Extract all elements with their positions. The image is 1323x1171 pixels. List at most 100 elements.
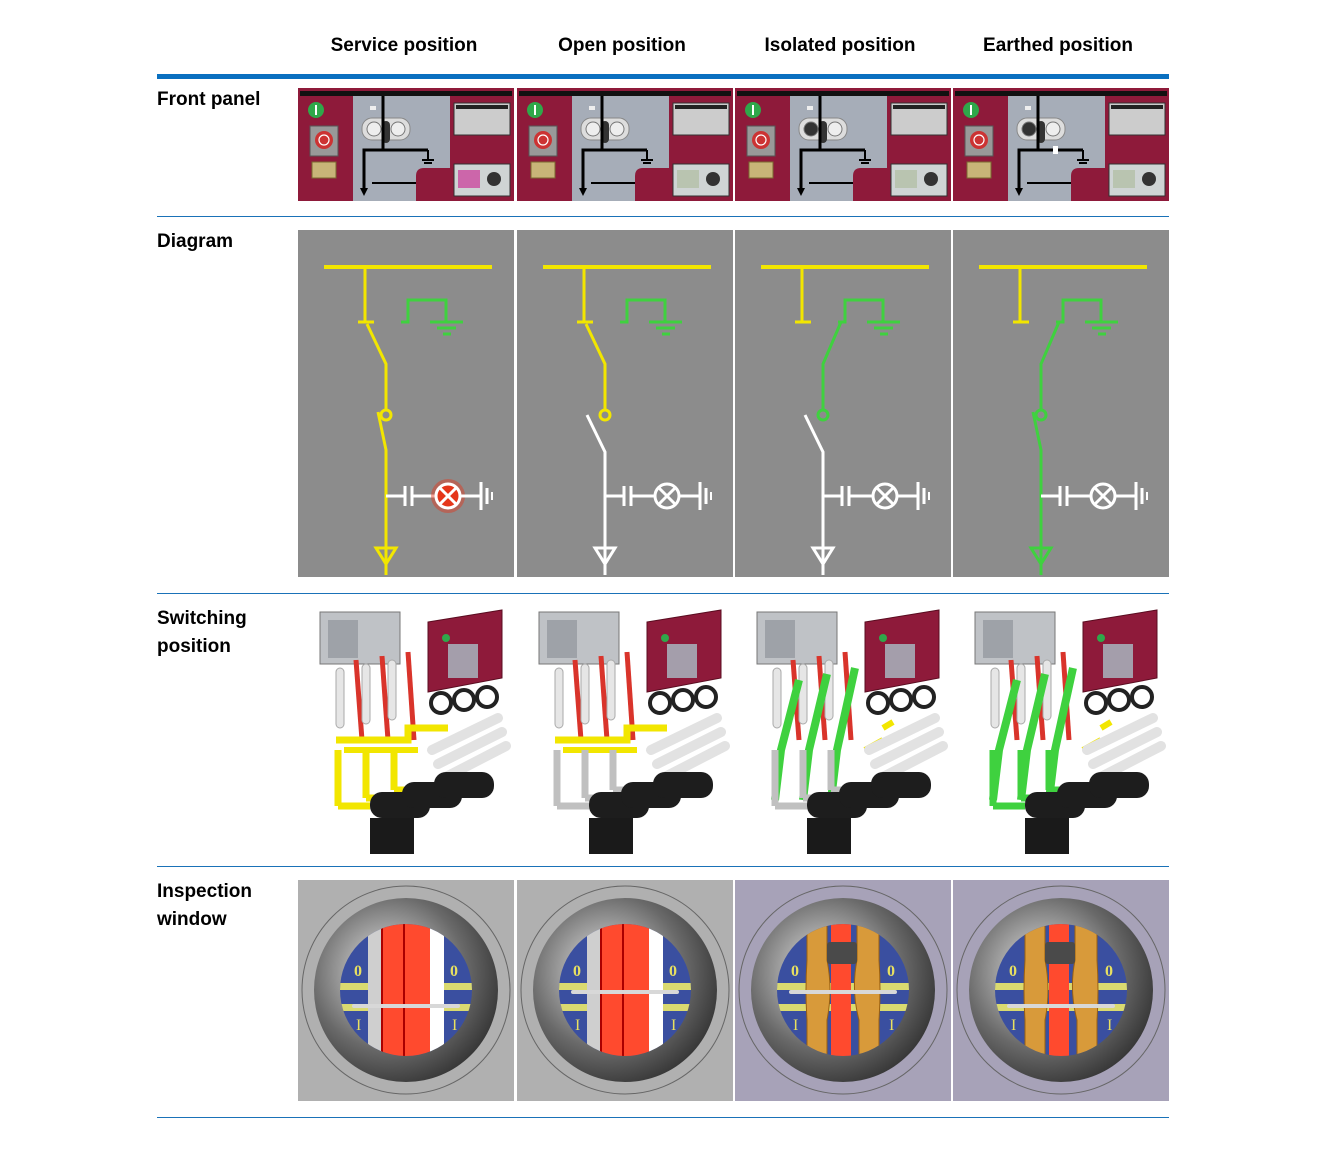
breaker-contact [598,408,612,422]
disconnector-blade [821,321,843,410]
insulator-post [990,667,1000,729]
earthing-rod [1082,713,1158,755]
bushing-ring [866,691,890,715]
earthing-rod [864,713,940,755]
earthing-rod [427,713,503,755]
position-mark-open: 0 [354,963,362,980]
breaker-contact [816,408,830,422]
svg-text:0: 0 [669,963,677,980]
position-mark-closed: I [575,1017,580,1034]
breaker-contact [1034,408,1048,422]
insulator-post [335,667,345,729]
bushing-ring [429,691,453,715]
bushing-ring [648,691,672,715]
front-panel-image-earthed [953,88,1169,201]
bushing-ring [912,685,936,709]
row-divider [157,1117,1169,1118]
front-panel-image-isolated [735,88,951,201]
diagram-background [953,230,1169,577]
key-icon [370,106,376,110]
panel-top-rail [300,91,512,96]
cable-connector [653,772,713,798]
key-icon [589,106,595,110]
column-header-open: Open position [558,35,686,56]
row-label-switching-position: Switching position [157,605,247,661]
diagram-background [517,230,733,577]
insulator-post [361,663,371,725]
position-mark-closed: I [1011,1017,1016,1034]
row-divider [157,866,1169,867]
position-mark-open: 0 [573,963,581,980]
earth-indicator [1053,146,1058,154]
earthing-contact-fork [1023,924,1049,1056]
panel-top-rail [737,91,949,96]
cable-terminal-icon [373,546,399,567]
bushing-ring [475,685,499,709]
key-icon [807,106,813,110]
switching-position-image-service [298,600,514,854]
bushing-ring [1107,688,1131,712]
contact-bar [382,924,430,1056]
switching-position-image-earthed [953,600,1169,854]
key-icon [1025,106,1031,110]
row-label-line: Switching [157,608,247,629]
disconnector-blade [365,323,388,410]
single-line-diagram-earthed [953,230,1169,577]
insulator-post [554,667,564,729]
earthing-rod [433,727,507,769]
mimic-busbar-line [362,96,385,193]
earthing-rod [646,713,722,755]
trip-button-housing [309,125,339,157]
switching-position-image-isolated [735,600,951,854]
diagram-background [298,230,514,577]
single-line-diagram-service [298,230,514,577]
cable-connector [1089,772,1149,798]
mimic-busbar-line [799,96,822,193]
open-button-red-icon [315,131,333,149]
insulator-post [1016,663,1026,725]
bushing-ring [1130,685,1154,709]
front-panel-image-open [517,88,733,201]
row-label-line: window [157,909,227,930]
insulator-post [772,667,782,729]
insulator-post [606,659,616,721]
position-mark-open: 0 [1009,963,1017,980]
open-button-red-icon [752,131,770,149]
position-mark-closed: I [356,1017,361,1034]
row-label-inspection-window: Inspection window [157,878,252,934]
bushing-ring [1084,691,1108,715]
row-label-line: Inspection [157,881,253,902]
single-line-diagram-open [517,230,733,577]
svg-text:I: I [1107,1017,1112,1034]
insulator-post [580,663,590,725]
bushing-ring [671,688,695,712]
earthing-switch-symbol [401,298,448,324]
row-divider [157,593,1169,594]
busbar-frame [336,724,448,744]
busbar-frame [555,724,667,744]
bushing-ring [889,688,913,712]
row-label-front-panel: Front panel [157,89,261,110]
bushing-ring [694,685,718,709]
earthing-switch-symbol [838,298,885,324]
mimic-busbar-line [581,96,604,193]
cable-terminal-icon [592,546,618,567]
svg-text:0: 0 [887,963,895,980]
earthing-rod [652,727,726,769]
cable-connector [434,772,494,798]
earthing-rod [870,727,944,769]
svg-text:I: I [671,1017,676,1034]
mimic-busbar-line [1017,96,1040,193]
cable-connector [871,772,931,798]
row-label-line: position [157,636,231,657]
cable-terminal-icon [810,546,836,567]
row-divider [157,216,1169,217]
header-divider [157,74,1169,79]
single-line-diagram-isolated [735,230,951,577]
disconnector-blade [584,323,607,410]
column-header-isolated: Isolated position [764,35,916,56]
breaker-contact [379,408,393,422]
contact-bar [1049,924,1069,1056]
svg-text:0: 0 [1105,963,1113,980]
